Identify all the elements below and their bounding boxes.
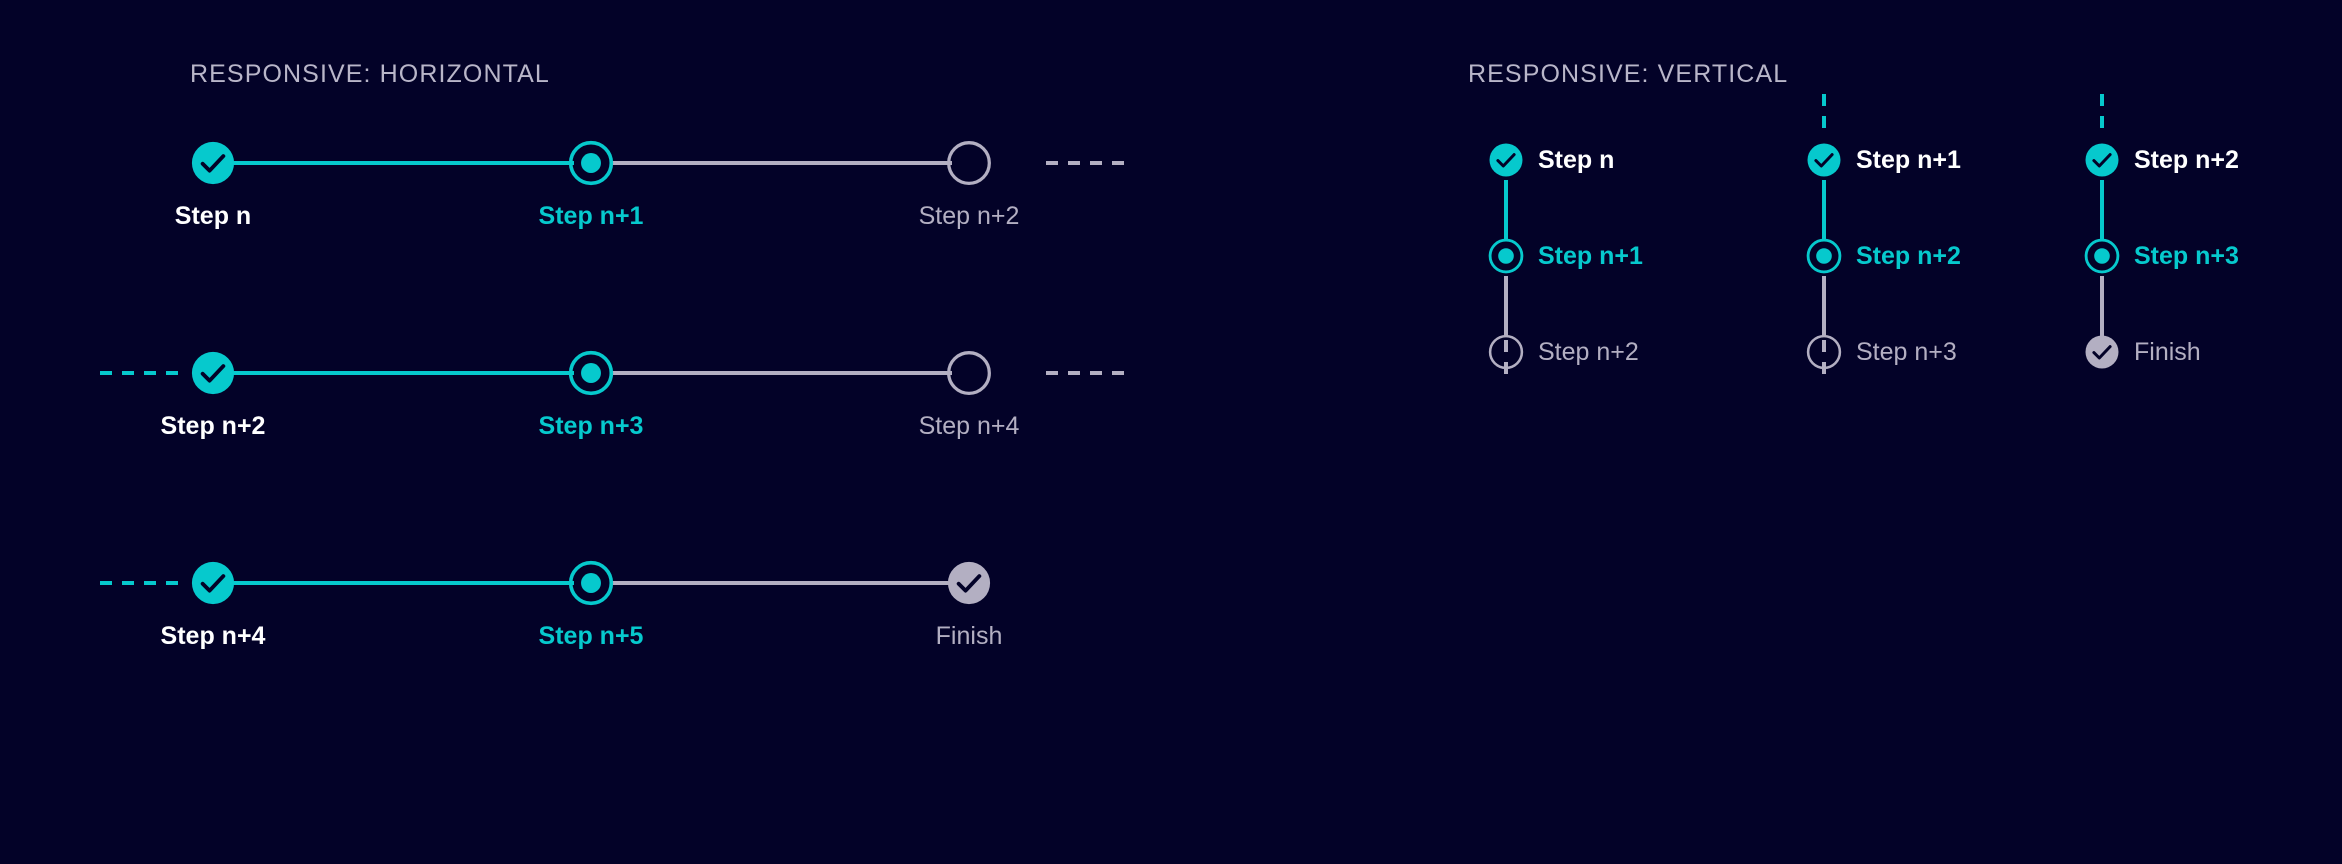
step-label: Step n+1: [1856, 145, 1961, 174]
step-label[interactable]: Step n+3: [538, 412, 644, 440]
check-filled-teal-icon[interactable]: [190, 350, 236, 396]
step-label: Step n+1: [1538, 241, 1643, 270]
ring-empty-gray-icon[interactable]: [1488, 334, 1524, 370]
ring-dot-teal-icon[interactable]: [568, 560, 614, 606]
ring-dot-teal-icon[interactable]: [1806, 238, 1842, 274]
stepper-item[interactable]: Step n: [1488, 142, 1614, 178]
ring-empty-gray-icon[interactable]: [1806, 334, 1842, 370]
stepper-item[interactable]: Step n+2: [2084, 142, 2239, 178]
check-filled-gray-icon[interactable]: [2084, 334, 2120, 370]
step-label: Step n+2: [1856, 241, 1961, 270]
ring-empty-gray-icon[interactable]: [946, 350, 992, 396]
step-label[interactable]: Step n: [174, 202, 252, 230]
step-label[interactable]: Step n+5: [538, 622, 644, 650]
horizontal-section-title: RESPONSIVE: HORIZONTAL: [190, 60, 550, 88]
step-connector: [1822, 180, 1826, 240]
track-leader-left: [100, 581, 186, 585]
horizontal-stepper-row: Step n+2 Step n+3 Step n+4: [100, 350, 1132, 560]
step-connector: [2100, 180, 2104, 240]
step-label[interactable]: Step n+2: [160, 412, 266, 440]
ring-dot-teal-icon[interactable]: [568, 350, 614, 396]
stepper-track: [100, 560, 1130, 606]
horizontal-stepper-row: Step n Step n+1 Step n+2: [175, 140, 1132, 350]
track-leader-bottom: [1822, 340, 1826, 384]
stepper-item[interactable]: Step n+1: [1488, 238, 1643, 274]
stepper-item[interactable]: Step n+3: [1806, 334, 1957, 370]
step-label[interactable]: Step n+4: [160, 622, 266, 650]
ring-dot-teal-icon[interactable]: [568, 140, 614, 186]
check-filled-teal-icon[interactable]: [190, 140, 236, 186]
step-connector: [232, 581, 574, 585]
stepper-track: [190, 140, 1132, 186]
step-label[interactable]: Step n+1: [538, 202, 644, 230]
vertical-section-title: RESPONSIVE: VERTICAL: [1468, 60, 1789, 88]
stepper-item[interactable]: Step n+3: [2084, 238, 2239, 274]
ring-empty-gray-icon[interactable]: [946, 140, 992, 186]
step-connector: [610, 161, 952, 165]
step-connector: [1504, 180, 1508, 240]
stepper-item[interactable]: Step n+2: [1806, 238, 1961, 274]
step-label[interactable]: Step n+4: [918, 412, 1020, 440]
step-label: Step n: [1538, 145, 1615, 174]
check-filled-teal-icon[interactable]: [2084, 142, 2120, 178]
ring-dot-teal-icon[interactable]: [2084, 238, 2120, 274]
stepper-item[interactable]: Finish: [2084, 334, 2201, 370]
step-label: Finish: [2134, 337, 2201, 366]
step-connector: [2100, 276, 2104, 336]
step-label: Step n+2: [1538, 337, 1639, 366]
track-leader-top: [2100, 94, 2104, 138]
horizontal-stepper-row: Step n+4 Step n+5 Finish: [100, 560, 1130, 770]
track-leader-left: [100, 371, 186, 375]
stepper-item[interactable]: Step n+2: [1488, 334, 1639, 370]
step-label: Step n+2: [2134, 145, 2239, 174]
ring-dot-teal-icon[interactable]: [1488, 238, 1524, 274]
step-connector: [232, 371, 574, 375]
step-connector: [1822, 276, 1826, 336]
track-leader-top: [1822, 94, 1826, 138]
stepper-track: [100, 350, 1132, 396]
check-filled-teal-icon[interactable]: [1488, 142, 1524, 178]
step-label[interactable]: Step n+2: [918, 202, 1020, 230]
step-connector: [1504, 276, 1508, 336]
check-filled-teal-icon[interactable]: [190, 560, 236, 606]
track-leader-right: [1046, 371, 1132, 375]
step-connector: [232, 161, 574, 165]
step-label: Step n+3: [2134, 241, 2239, 270]
step-label: Step n+3: [1856, 337, 1957, 366]
track-leader-right: [1046, 161, 1132, 165]
track-leader-bottom: [1504, 340, 1508, 384]
stepper-item[interactable]: Step n+1: [1806, 142, 1961, 178]
step-connector: [610, 581, 952, 585]
check-filled-gray-icon[interactable]: [946, 560, 992, 606]
step-connector: [610, 371, 952, 375]
step-label[interactable]: Finish: [935, 622, 1003, 650]
check-filled-teal-icon[interactable]: [1806, 142, 1842, 178]
